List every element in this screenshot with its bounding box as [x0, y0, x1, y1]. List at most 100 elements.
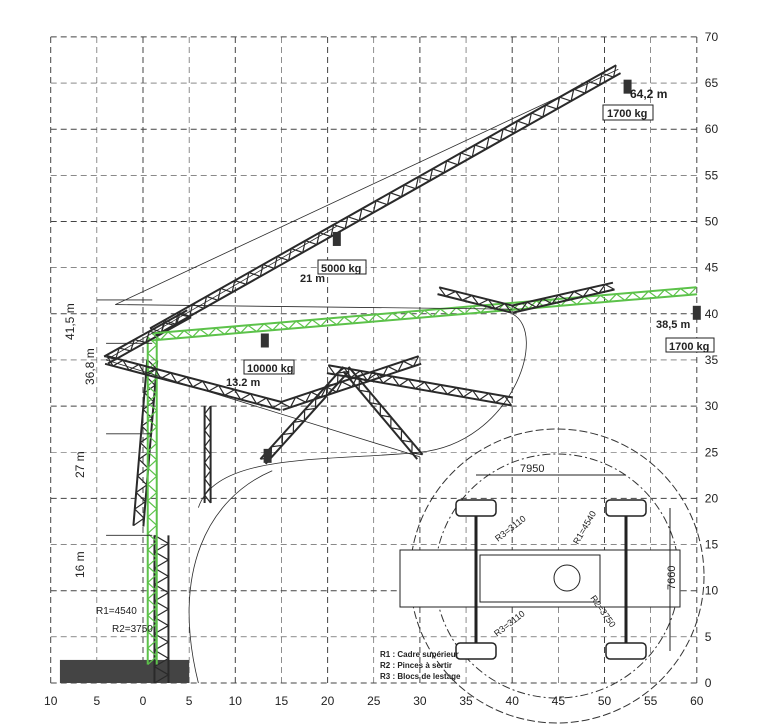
x-tick-label: 55: [644, 694, 658, 708]
label-height-36: 36,8 m: [83, 348, 97, 385]
mast-lower: [153, 534, 170, 684]
mast-folded: [133, 359, 158, 527]
jib-64m: [149, 65, 617, 333]
y-tick-label: 50: [705, 215, 719, 229]
jib-luffed-3: [328, 364, 514, 399]
y-tick-label: 35: [705, 353, 719, 367]
label-height-16: 16 m: [73, 551, 87, 578]
y-tick-label: 10: [705, 584, 719, 598]
x-tick-label: 35: [459, 694, 473, 708]
slew-curve: [198, 313, 527, 508]
x-tick-label: 30: [413, 694, 427, 708]
y-tick-label: 45: [705, 261, 719, 275]
jib-folded-2: [511, 283, 615, 312]
x-tick-label: 60: [690, 694, 704, 708]
jib-folded-2: [512, 288, 615, 314]
top-view-plan: [399, 428, 705, 724]
jib-folding-1: [259, 366, 345, 460]
x-tick-label: 45: [552, 694, 566, 708]
legend-r2: R2 : Pinces à sertir: [380, 661, 452, 670]
label-r2-side: R2=3750: [112, 624, 153, 635]
label-height-27: 27 m: [73, 451, 87, 478]
jib-folding-2: [348, 366, 423, 456]
jib-folded-2: [511, 281, 614, 307]
carrier-truck: [59, 659, 190, 683]
jib-luffed-2: [279, 355, 420, 409]
x-tick-label: 5: [94, 694, 101, 708]
jib-root: [103, 309, 188, 358]
top-r3-bottom: R3=3110: [492, 608, 527, 638]
label-height-41: 41,5 m: [63, 303, 77, 340]
y-tick-label: 60: [705, 122, 719, 136]
jib-folding-1: [260, 370, 349, 460]
jib-folding-1: [264, 370, 350, 465]
jib-root: [107, 316, 192, 365]
jib-folded-1: [437, 293, 512, 314]
y-tick-label: 55: [705, 168, 719, 182]
y-tick-label: 20: [705, 491, 719, 505]
x-tick-label: 0: [140, 694, 147, 708]
y-tick-label: 30: [705, 399, 719, 413]
jib-folded-1: [438, 286, 514, 307]
top-r3-top: R3=3110: [493, 513, 528, 543]
x-tick-label: 50: [598, 694, 612, 708]
grid: [50, 36, 698, 684]
label-radius-max: 64,2 m: [630, 87, 667, 101]
y-tick-label: 25: [705, 445, 719, 459]
jib-folding-2: [347, 366, 424, 456]
slew-ring: [553, 564, 581, 592]
hook-block: [623, 79, 632, 94]
turntable: [479, 554, 601, 603]
y-tick-label: 40: [705, 307, 719, 321]
outrigger-pad: [455, 642, 497, 660]
x-tick-label: 5: [186, 694, 193, 708]
label-load-21: 5000 kg: [321, 263, 361, 275]
slew-curve: [188, 470, 273, 684]
legend-r3: R3 : Blocs de lestage: [380, 672, 461, 681]
y-tick-label: 0: [705, 676, 712, 690]
y-tick-label: 70: [705, 30, 719, 44]
cable: [115, 68, 619, 305]
hook-block: [260, 333, 269, 348]
label-r1-side: R1=4540: [96, 606, 137, 617]
jib-root: [103, 313, 192, 360]
cable: [115, 304, 513, 310]
label-radius-13: 13.2 m: [226, 377, 260, 389]
mast-green: [146, 336, 158, 665]
label-load-13: 10000 kg: [247, 363, 293, 375]
label-load-38: 1700 kg: [669, 341, 709, 353]
r1-circle: [409, 428, 705, 724]
outrigger-pad: [605, 642, 647, 660]
jib-luffed-1: [106, 355, 283, 404]
x-tick-label: 40: [506, 694, 520, 708]
label-radius-38: 38,5 m: [656, 319, 690, 331]
top-length-dim: 7660: [666, 566, 678, 590]
label-load-tip: 1700 kg: [607, 108, 647, 120]
label-radius-21: 21 m: [300, 273, 325, 285]
jib-luffed-3: [327, 364, 512, 406]
top-width-dim: 7950: [520, 463, 544, 475]
hook-block: [263, 448, 272, 463]
outrigger-pad: [605, 499, 647, 517]
x-tick-label: 25: [367, 694, 381, 708]
x-tick-label: 10: [229, 694, 243, 708]
mast-folded: [142, 360, 159, 527]
cable: [105, 225, 338, 361]
jib-green: [152, 293, 698, 342]
y-tick-label: 15: [705, 538, 719, 552]
hook-block: [332, 231, 341, 246]
outrigger-pad: [455, 499, 497, 517]
x-tick-label: 15: [275, 694, 289, 708]
jib-folded-1: [438, 286, 512, 313]
x-tick-label: 10: [44, 694, 58, 708]
jib-64m: [149, 64, 617, 330]
crane-drawing: [59, 64, 701, 684]
y-tick-label: 5: [705, 630, 712, 644]
x-tick-label: 20: [321, 694, 335, 708]
y-tick-label: 65: [705, 76, 719, 90]
jib-stowed: [203, 405, 212, 504]
hook-block: [692, 305, 701, 320]
top-r1: R1=4540: [571, 509, 598, 546]
